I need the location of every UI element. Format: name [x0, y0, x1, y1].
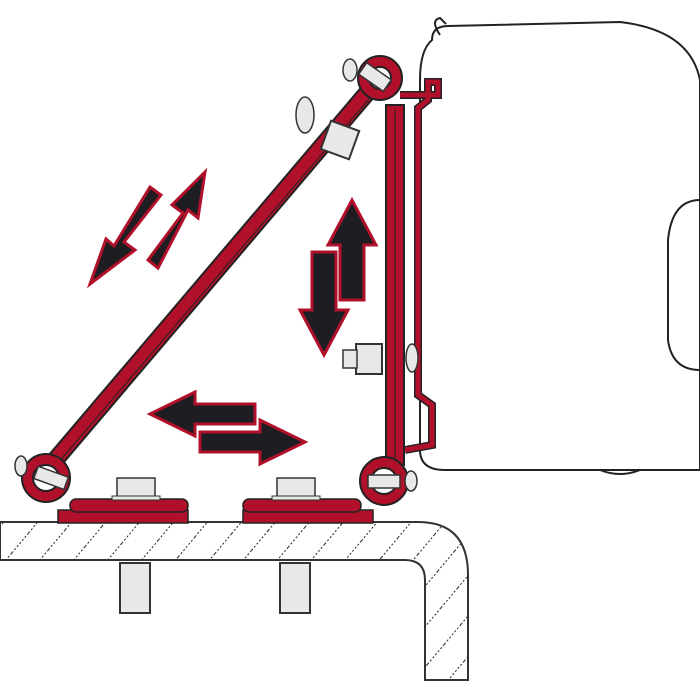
bolt-shank-left: [119, 562, 151, 614]
left-joint: [14, 453, 71, 503]
awning-hook: [434, 16, 447, 36]
top-joint: [342, 55, 403, 101]
vehicle-roof-profile: [0, 521, 469, 681]
bolt-middle: [342, 343, 419, 375]
awning-cassette: [419, 16, 700, 475]
horizontal-double-arrow-icon: [146, 389, 309, 467]
nut-right: [271, 477, 321, 501]
clamp-plate-right: [242, 498, 362, 513]
vertical-double-arrow-icon: [297, 196, 379, 359]
vertical-bracket: [385, 78, 442, 466]
diagonal-double-arrow-icon: [86, 167, 208, 289]
bolt-shank-right: [279, 562, 311, 614]
bolt-upper: [295, 96, 361, 161]
right-joint: [359, 456, 418, 506]
nut-left: [111, 477, 161, 501]
clamp-plate-left: [69, 498, 189, 513]
